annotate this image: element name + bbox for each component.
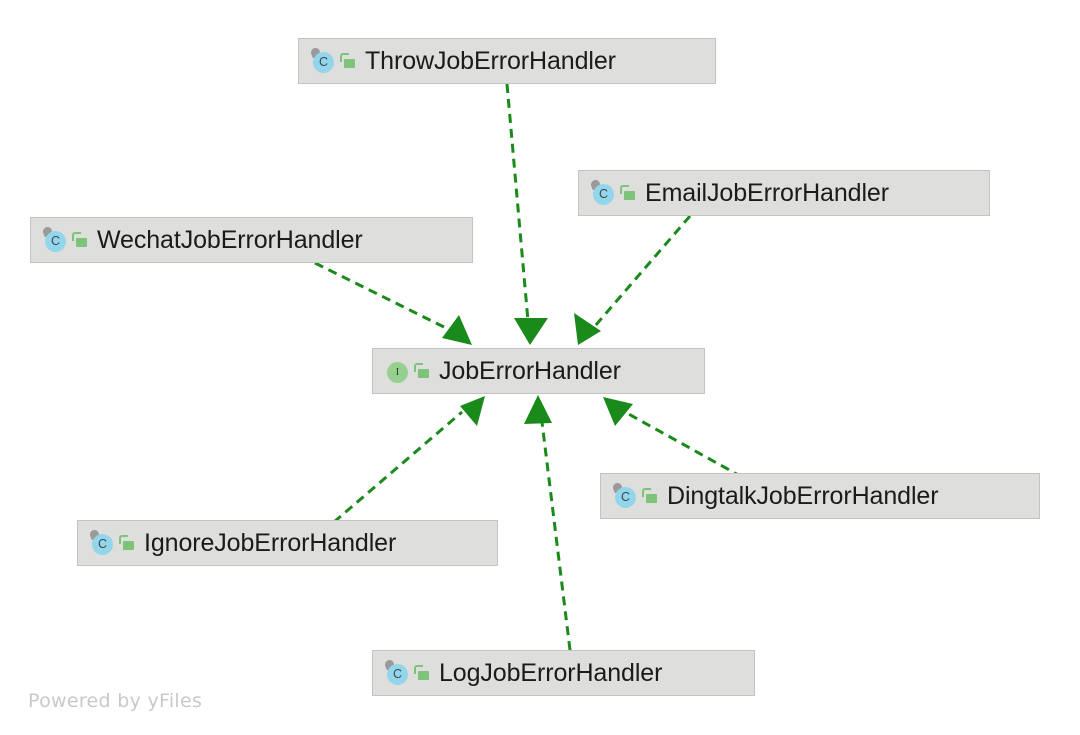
edge-line	[333, 410, 463, 524]
edge-arrowhead	[514, 318, 548, 345]
edge-line	[314, 261, 451, 332]
uml-node-email-job-error-handler[interactable]: C EmailJobErrorHandler	[578, 170, 990, 216]
node-label: DingtalkJobErrorHandler	[667, 481, 939, 510]
edge-arrowhead	[442, 315, 472, 345]
edge-arrowhead	[603, 397, 633, 426]
unlocked-padlock-icon	[118, 533, 135, 553]
node-icons: C	[383, 658, 430, 686]
node-icons: C	[41, 225, 88, 253]
class-icon: C	[41, 225, 68, 253]
uml-node-dingtalk-job-error-handler[interactable]: C DingtalkJobErrorHandler	[600, 473, 1040, 519]
edge-wechat-to-joberrorhandler	[314, 261, 472, 345]
edge-arrowhead	[524, 395, 552, 424]
edge-line	[593, 215, 692, 327]
class-icon: C	[611, 481, 638, 509]
edge-dingtalk-to-joberrorhandler	[603, 397, 743, 479]
node-icons: I	[384, 358, 430, 384]
edge-log-to-joberrorhandler	[524, 395, 572, 651]
uml-node-wechat-job-error-handler[interactable]: C WechatJobErrorHandler	[30, 217, 473, 263]
node-label: EmailJobErrorHandler	[645, 178, 889, 207]
unlocked-padlock-icon	[413, 361, 430, 381]
node-label: JobErrorHandler	[439, 356, 621, 385]
unlocked-padlock-icon	[339, 51, 356, 71]
unlocked-padlock-icon	[641, 486, 658, 506]
class-glyph: C	[313, 52, 334, 73]
interface-icon: I	[384, 358, 410, 384]
node-label: WechatJobErrorHandler	[97, 225, 363, 254]
node-label: LogJobErrorHandler	[439, 658, 663, 687]
edge-arrowhead	[460, 396, 485, 426]
class-icon: C	[88, 528, 115, 556]
class-glyph: C	[92, 534, 113, 555]
edge-line	[540, 421, 572, 651]
uml-node-throw-job-error-handler[interactable]: C ThrowJobErrorHandler	[298, 38, 716, 84]
unlocked-padlock-icon	[619, 183, 636, 203]
uml-node-log-job-error-handler[interactable]: C LogJobErrorHandler	[372, 650, 755, 696]
class-glyph: C	[45, 231, 66, 252]
class-icon: C	[383, 658, 410, 686]
node-icons: C	[309, 46, 356, 74]
class-glyph: C	[615, 487, 636, 508]
interface-glyph: I	[387, 362, 408, 383]
class-glyph: C	[593, 184, 614, 205]
edge-line	[505, 83, 530, 322]
unlocked-padlock-icon	[71, 230, 88, 250]
edge-email-to-joberrorhandler	[574, 215, 692, 345]
node-label: ThrowJobErrorHandler	[365, 46, 616, 75]
edge-ignore-to-joberrorhandler	[333, 396, 485, 524]
edge-line	[624, 410, 743, 479]
node-icons: C	[88, 528, 135, 556]
node-icons: C	[611, 481, 658, 509]
yfiles-watermark: Powered by yFiles	[28, 690, 203, 712]
node-label: IgnoreJobErrorHandler	[144, 528, 397, 557]
class-icon: C	[589, 178, 616, 206]
unlocked-padlock-icon	[413, 663, 430, 683]
uml-node-ignore-job-error-handler[interactable]: C IgnoreJobErrorHandler	[77, 520, 498, 566]
node-icons: C	[589, 178, 636, 206]
edge-throw-to-joberrorhandler	[505, 83, 548, 345]
class-glyph: C	[387, 664, 408, 685]
edge-arrowhead	[574, 313, 601, 345]
class-icon: C	[309, 46, 336, 74]
uml-node-job-error-handler[interactable]: I JobErrorHandler	[372, 348, 705, 394]
